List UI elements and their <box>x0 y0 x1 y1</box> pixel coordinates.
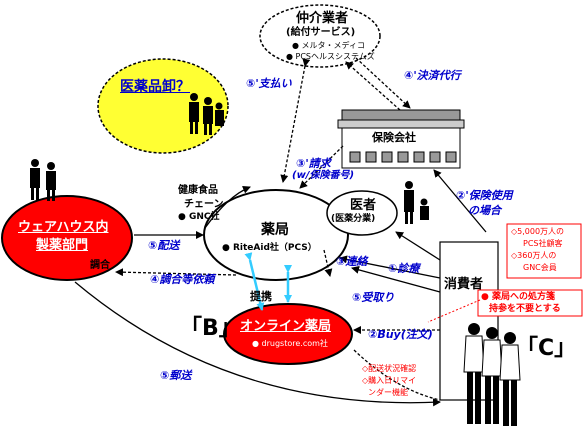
consumers-icon <box>463 323 521 426</box>
marker-b: 「B」 <box>180 316 241 341</box>
health-food-line3: ● GNC社 <box>178 212 220 222</box>
stats-line1: ◇5,000万人の <box>511 227 565 236</box>
warehouse-line2: 製薬部門 <box>36 238 89 253</box>
flow-settle: ④'決済代行 <box>404 69 461 82</box>
flow-claim-l1: ③'請求 <box>296 157 331 170</box>
broker-title: 仲介業者 <box>296 11 349 26</box>
doctor-ellipse <box>326 190 398 236</box>
pharmacy-ellipse <box>203 189 349 281</box>
wholesaler-label: 医薬品卸？ <box>120 79 190 95</box>
flow-consult: ①診療 <box>388 262 420 275</box>
consumer-label: 消費者 <box>444 277 484 292</box>
flow-tieup: 提携 <box>250 290 272 303</box>
broker-item-1: ● メルタ・メディコ <box>292 41 365 50</box>
flow-receive: ⑤受取り <box>352 291 395 304</box>
online-features-line1: ◇配送状況確認 <box>362 364 417 373</box>
flow-order: ②Buy(注文) <box>368 328 433 341</box>
flow-insurance-l1: ②'保険使用 <box>456 189 513 202</box>
warehouse-line1: ウェアハウス内 <box>18 220 109 235</box>
marker-c: 「C」 <box>516 336 577 361</box>
online-sub: ● drugstore.com社 <box>252 339 328 348</box>
online-features-line2: ◇購入日リマイ <box>362 376 417 385</box>
flow-claim-l2: (w/保険番号) <box>292 170 355 181</box>
flow-mix-request: ④調合等依頼 <box>150 273 215 286</box>
online-title: オンライン薬局 <box>240 319 332 334</box>
health-food-line1: 健康食品 <box>178 185 218 196</box>
warehouse-note: 調合 <box>90 260 110 271</box>
health-food-line2: チェーン <box>184 199 224 210</box>
rx-note-line1: ● 薬局への処方箋 <box>481 292 555 302</box>
flow-insurance-l2: の場合 <box>468 204 501 217</box>
stats-line3: ◇360万人の <box>511 251 557 260</box>
flow-deliver: ⑤配送 <box>148 239 180 252</box>
people-icon <box>189 93 224 135</box>
flow-ship: ⑤郵送 <box>160 369 192 382</box>
pharmacy-title: 薬局 <box>261 222 289 238</box>
doctor-icon <box>404 181 429 224</box>
broker-ellipse <box>259 4 381 68</box>
rx-note-box <box>477 289 583 317</box>
insurer-label: 保険会社 <box>372 131 416 144</box>
broker-subtitle: (給付サービス) <box>286 27 356 38</box>
stats-line2: PCS社顧客 <box>523 239 563 248</box>
flow-pay: ⑤'支払い <box>246 77 292 90</box>
doctor-title: 医者 <box>350 198 377 213</box>
stats-box <box>506 223 582 279</box>
stats-line4: GNC会員 <box>523 263 557 272</box>
online-features-line3: ンダー機能 <box>368 388 408 397</box>
broker-item-2: ● PCSヘルスシステムズ <box>286 52 375 61</box>
pharmacy-sub: ● RiteAid社（PCS） <box>222 243 317 253</box>
warehouse-ellipse <box>1 195 133 281</box>
online-ellipse <box>223 303 353 365</box>
people-icon <box>30 159 56 201</box>
flow-contact: ③連絡 <box>336 255 368 268</box>
rx-note-line2: 持参を不要とする <box>489 304 561 314</box>
insurer-building <box>337 109 465 169</box>
doctor-sub: (医薬分業) <box>331 214 376 224</box>
